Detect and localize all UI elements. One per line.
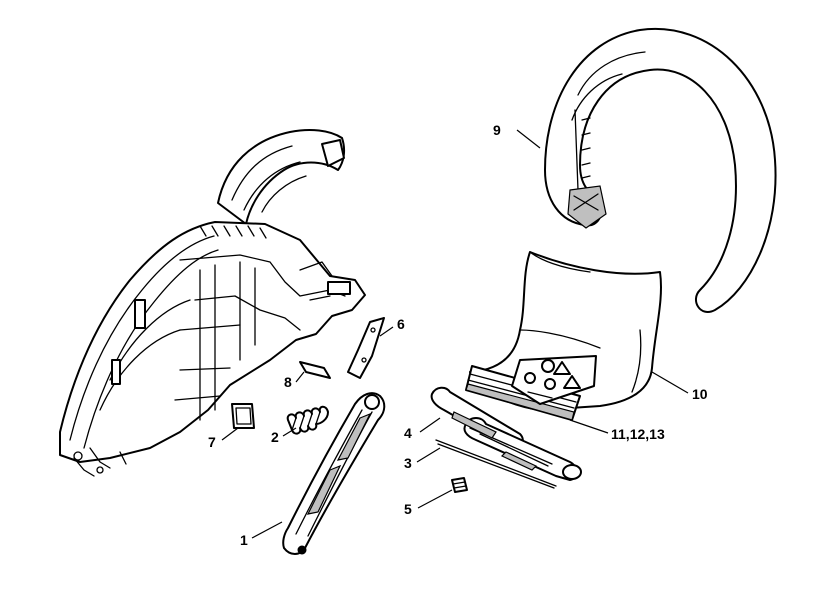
- handle-housing: [59, 129, 366, 477]
- part-3-wire: [435, 439, 557, 489]
- part-2-spring: [286, 405, 329, 435]
- part-4-levers: [430, 386, 582, 481]
- callout-8: 8: [284, 374, 292, 390]
- callout-5: 5: [404, 501, 412, 517]
- part-11-12-13-labels: [465, 355, 597, 421]
- part-8-pin: [299, 361, 331, 379]
- leader-lines: [221, 129, 689, 539]
- callout-2: 2: [271, 429, 279, 445]
- callouts: 9 6 8 7 2 1 4 3 5 10 11,12,13: [208, 122, 708, 548]
- callout-3: 3: [404, 455, 412, 471]
- part-5-grommet: [451, 477, 468, 493]
- callout-10: 10: [692, 386, 708, 402]
- callout-1: 1: [240, 532, 248, 548]
- part-9-loop-handle: [544, 27, 777, 313]
- part-1-trigger: [282, 392, 386, 555]
- part-6-spring-plate: [347, 317, 385, 379]
- callout-6: 6: [397, 316, 405, 332]
- callout-9: 9: [493, 122, 501, 138]
- callout-4: 4: [404, 425, 412, 441]
- part-7-pad: [231, 403, 255, 429]
- callout-11-12-13: 11,12,13: [611, 426, 665, 442]
- callout-7: 7: [208, 434, 216, 450]
